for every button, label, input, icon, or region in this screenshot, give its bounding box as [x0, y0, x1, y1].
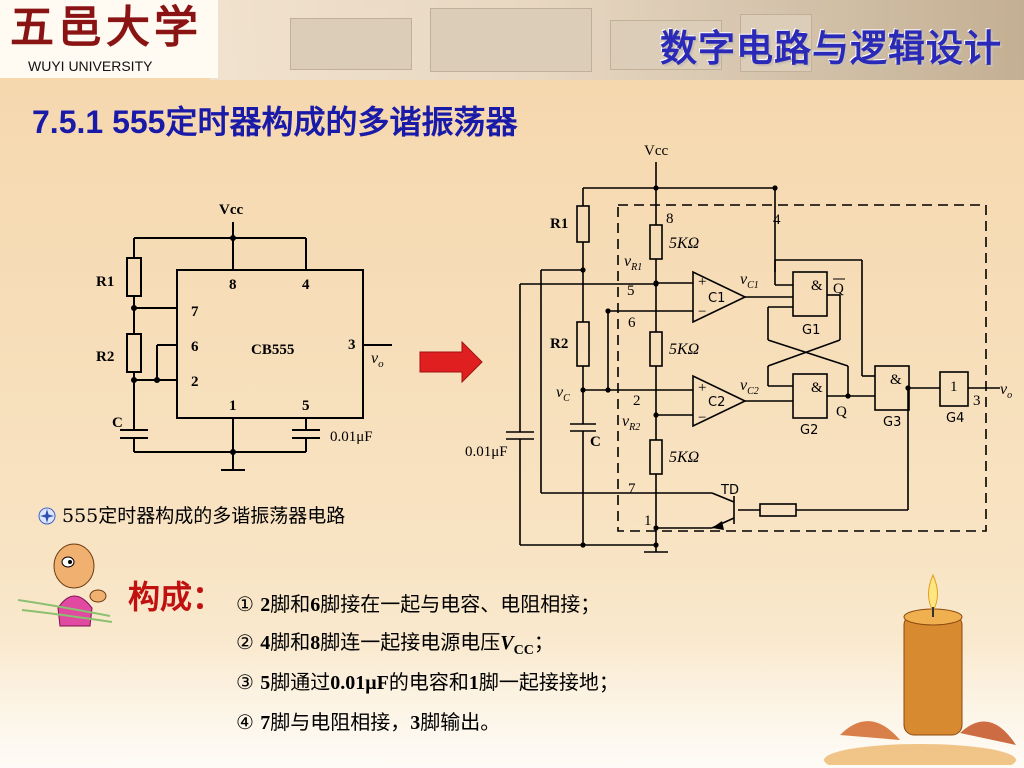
c1-minus: − — [698, 304, 706, 320]
g2-and-symbol: & — [811, 380, 823, 396]
right-res1-label: 5KΩ — [669, 235, 699, 252]
left-pin3: 3 — [348, 337, 356, 353]
right-vcc-label: Vcc — [644, 143, 668, 159]
g4-label: G4 — [946, 411, 964, 426]
left-r1-label: R1 — [96, 274, 114, 290]
left-pin8: 8 — [229, 277, 237, 293]
g1-and-symbol: & — [811, 278, 823, 294]
right-circuit-nodes — [580, 185, 911, 548]
right-cap-value: 0.01μF — [465, 444, 508, 460]
c2-plus: + — [698, 380, 706, 396]
right-pin7: 7 — [628, 481, 636, 497]
left-c-label: C — [112, 415, 123, 431]
g1-label: G1 — [802, 323, 820, 338]
logo-chinese: 五邑大学 — [10, 2, 202, 53]
right-vc-label: vC — [556, 384, 570, 404]
td-label: TD — [720, 483, 739, 498]
q-label: Q — [836, 404, 847, 420]
comparator-c2-label: C2 — [708, 395, 725, 410]
section-title: 7.5.1 555定时器构成的多谐振荡器 — [32, 104, 518, 140]
construction-item-3: ③ 5脚通过0.01μF的电容和1脚一起接接地； — [236, 670, 619, 694]
left-vcc-label: Vcc — [219, 202, 243, 218]
logo-english: WUYI UNIVERSITY — [28, 58, 153, 74]
left-pin4: 4 — [302, 277, 310, 293]
left-circuit-nodes — [131, 235, 236, 455]
right-vr2-label: vR2 — [622, 413, 640, 433]
g2-label: G2 — [800, 423, 818, 438]
right-res2-label: 5KΩ — [669, 341, 699, 358]
right-c-label: C — [590, 434, 601, 450]
right-pin1: 1 — [644, 513, 652, 529]
right-vr1-label: vR1 — [624, 253, 642, 273]
qbar-label: Q — [833, 281, 844, 297]
left-pin1: 1 — [229, 398, 237, 414]
left-pin5: 5 — [302, 398, 310, 414]
candle-decoration-icon — [824, 573, 1016, 765]
construction-item-1: ① 2脚和6脚接在一起与电容、电阻相接； — [236, 592, 601, 616]
g3-label: G3 — [883, 415, 901, 430]
g3-and-symbol: & — [890, 372, 902, 388]
left-r2-label: R2 — [96, 349, 114, 365]
cartoon-teacher-icon — [18, 543, 113, 627]
right-pin5: 5 — [627, 283, 635, 299]
g4-not-symbol: 1 — [950, 379, 958, 395]
right-res3-label: 5KΩ — [669, 449, 699, 466]
left-pin2: 2 — [191, 374, 199, 390]
construction-label: 构成： — [128, 578, 225, 616]
caption-text: 555定时器构成的多谐振荡器电路 — [62, 505, 346, 527]
left-vo-label: vo — [371, 350, 384, 370]
course-title: 数字电路与逻辑设计 — [660, 27, 1002, 70]
c2-minus: − — [698, 410, 706, 426]
construction-item-4: ④ 7脚与电阻相接，3脚输出。 — [236, 710, 501, 734]
bottom-glow — [0, 640, 1024, 768]
right-r2-label: R2 — [550, 336, 568, 352]
construction-item-2: ② 4脚和8脚连一起接电源电压VCC； — [236, 630, 554, 658]
right-vc2-label: vC2 — [740, 377, 759, 397]
right-pin3: 3 — [973, 393, 981, 409]
right-vo-label: vo — [1000, 381, 1012, 401]
left-chip-label: CB555 — [251, 342, 294, 358]
bullet-star-icon — [38, 507, 56, 525]
red-arrow — [419, 340, 483, 384]
right-r1-label: R1 — [550, 216, 568, 232]
left-pin6: 6 — [191, 339, 199, 355]
left-cap-value: 0.01μF — [330, 429, 373, 445]
right-pin4: 4 — [773, 212, 781, 228]
c1-plus: + — [698, 274, 706, 290]
left-pin7: 7 — [191, 304, 199, 320]
university-logo: 五邑大学 WUYI UNIVERSITY — [0, 0, 218, 78]
right-vc1-label: vC1 — [740, 271, 759, 291]
comparator-c1-label: C1 — [708, 291, 725, 306]
right-pin2: 2 — [633, 393, 641, 409]
circuit-caption: 555定时器构成的多谐振荡器电路 — [38, 501, 345, 528]
right-circuit — [506, 162, 1000, 553]
right-pin8: 8 — [666, 211, 674, 227]
right-pin6: 6 — [628, 315, 636, 331]
header-campus-photo — [210, 0, 1024, 80]
